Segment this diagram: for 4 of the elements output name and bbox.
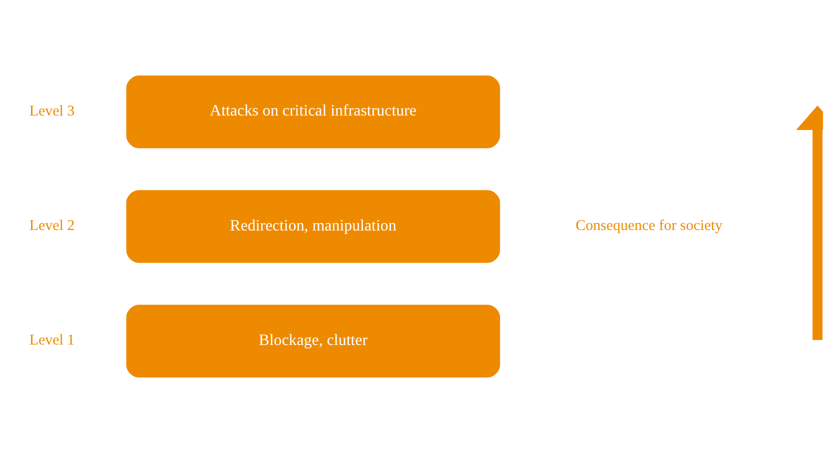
node-label: Level 3 (29, 103, 75, 120)
node-label: Level 1 (29, 332, 75, 349)
node-label: Level 2 (29, 218, 75, 234)
label: Consequence for society (576, 218, 722, 234)
